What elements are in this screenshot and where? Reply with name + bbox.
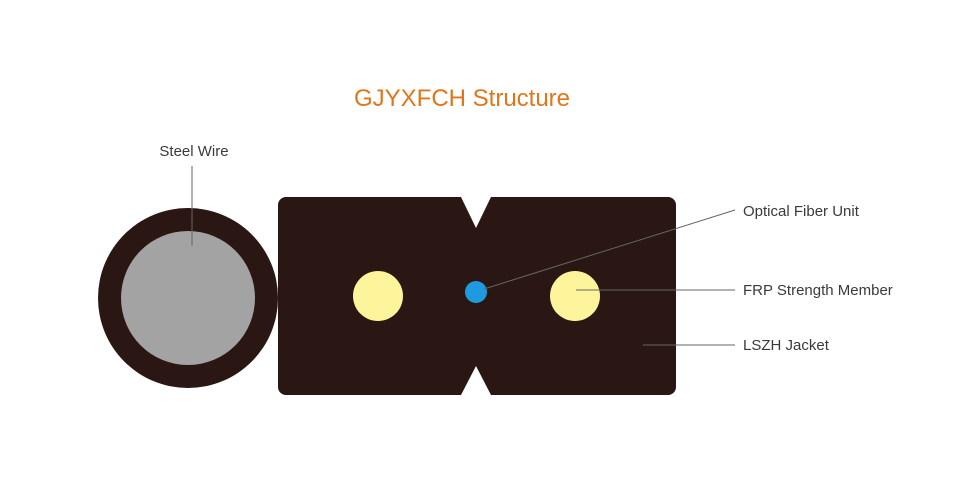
top-notch <box>461 197 491 228</box>
label-lszh-jacket: LSZH Jacket <box>743 337 830 354</box>
diagram-title: GJYXFCH Structure <box>354 85 570 112</box>
leader-line-optical-fiber-unit <box>483 209 736 290</box>
label-optical-fiber-unit: Optical Fiber Unit <box>743 203 860 220</box>
frp-strength-member-left <box>353 271 403 321</box>
label-frp-strength-member: FRP Strength Member <box>743 282 893 299</box>
optical-fiber-unit <box>465 281 487 303</box>
label-steel-wire: Steel Wire <box>159 143 228 160</box>
frp-strength-member-right <box>550 271 600 321</box>
bottom-notch <box>461 366 491 395</box>
steel-wire-core <box>121 231 255 365</box>
